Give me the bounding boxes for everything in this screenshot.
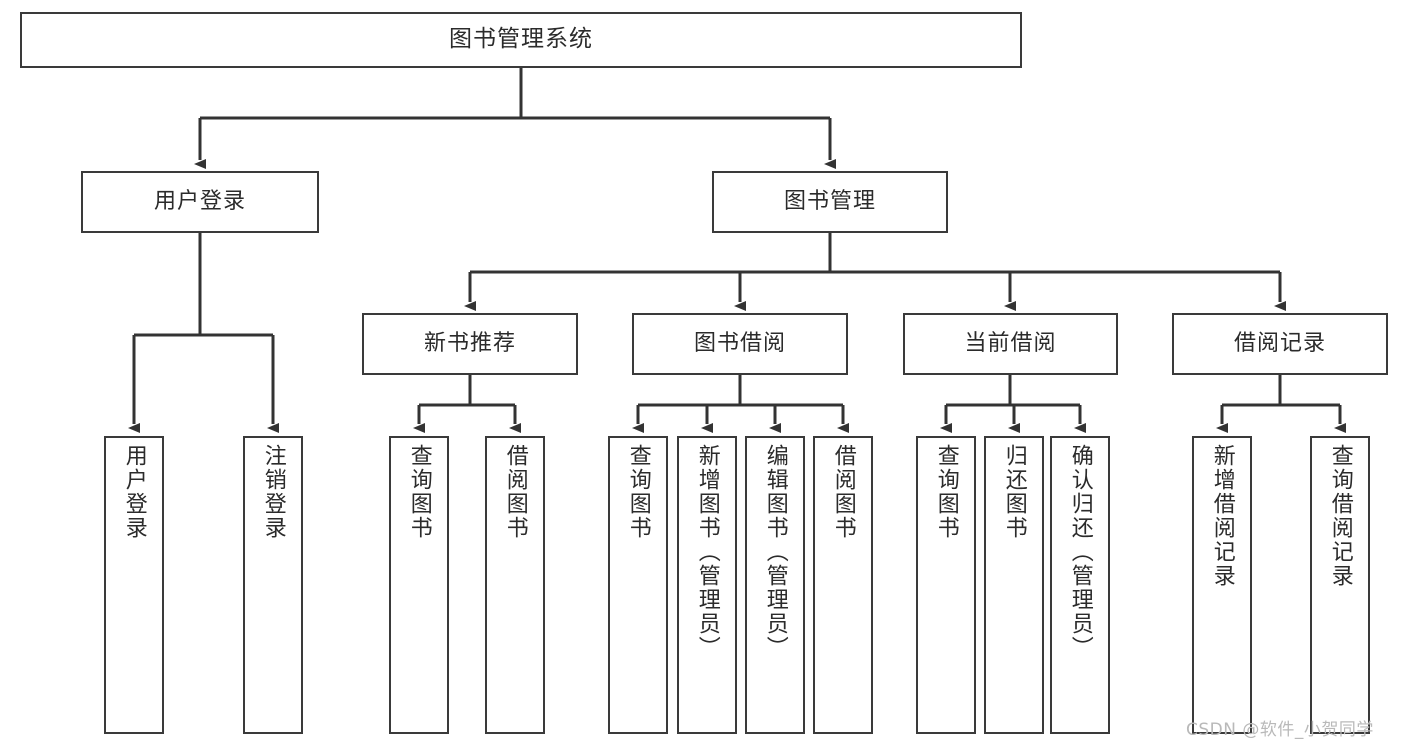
- leaf-label: 注销登录: [260, 444, 286, 540]
- node-current-borrow[interactable]: 当前借阅: [903, 313, 1118, 375]
- leaf-label: 确认归还（管理员）: [1067, 444, 1093, 660]
- leaf-node[interactable]: 确认归还（管理员）: [1050, 436, 1110, 734]
- leaf-node[interactable]: 注销登录: [243, 436, 303, 734]
- leaf-label: 借阅图书: [830, 444, 856, 540]
- leaf-node[interactable]: 归还图书: [984, 436, 1044, 734]
- leaf-node[interactable]: 查询图书: [608, 436, 668, 734]
- leaf-node[interactable]: 查询图书: [916, 436, 976, 734]
- leaf-node[interactable]: 用户登录: [104, 436, 164, 734]
- leaf-label: 编辑图书（管理员）: [762, 444, 788, 660]
- leaf-label: 用户登录: [121, 444, 147, 540]
- leaf-node[interactable]: 查询借阅记录: [1310, 436, 1370, 734]
- leaf-node[interactable]: 借阅图书: [813, 436, 873, 734]
- node-book-borrow[interactable]: 图书借阅: [632, 313, 848, 375]
- leaf-label: 归还图书: [1001, 444, 1027, 540]
- node-root-system[interactable]: 图书管理系统: [20, 12, 1022, 68]
- leaf-label: 借阅图书: [502, 444, 528, 540]
- leaf-label: 新增借阅记录: [1209, 444, 1235, 588]
- node-user-login[interactable]: 用户登录: [81, 171, 319, 233]
- leaf-node[interactable]: 新增图书（管理员）: [677, 436, 737, 734]
- watermark-credit: CSDN @软件_小贺同学: [1186, 720, 1374, 740]
- leaf-node[interactable]: 编辑图书（管理员）: [745, 436, 805, 734]
- node-book-management[interactable]: 图书管理: [712, 171, 948, 233]
- leaf-label: 查询借阅记录: [1327, 444, 1353, 588]
- leaf-node[interactable]: 查询图书: [389, 436, 449, 734]
- leaf-node[interactable]: 借阅图书: [485, 436, 545, 734]
- leaf-node[interactable]: 新增借阅记录: [1192, 436, 1252, 734]
- node-new-book-recommend[interactable]: 新书推荐: [362, 313, 578, 375]
- leaf-label: 查询图书: [406, 444, 432, 540]
- node-borrow-record[interactable]: 借阅记录: [1172, 313, 1388, 375]
- leaf-label: 查询图书: [625, 444, 651, 540]
- leaf-label: 查询图书: [933, 444, 959, 540]
- leaf-label: 新增图书（管理员）: [694, 444, 720, 660]
